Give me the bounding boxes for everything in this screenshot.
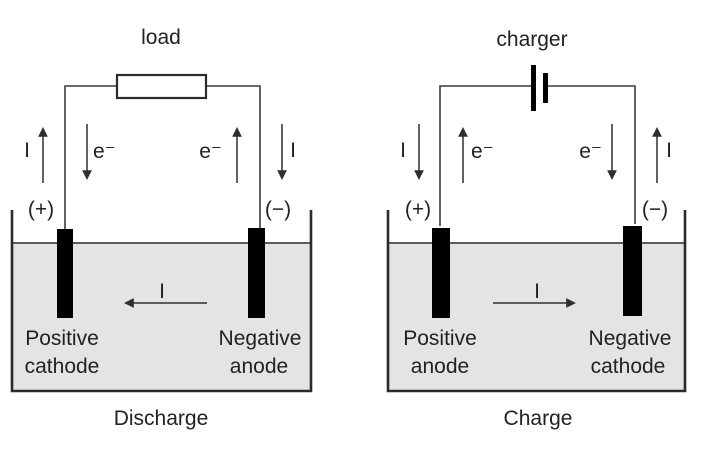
right-electrode-name-line2: anode	[230, 355, 288, 378]
charger-label: charger	[496, 28, 567, 51]
charge-caption: Charge	[504, 407, 573, 430]
cathode-electrode-bar	[57, 229, 73, 318]
battery-long-plate	[531, 65, 536, 111]
cathode-electrode-bar	[623, 226, 642, 316]
right-electrode-name-line2: cathode	[591, 355, 666, 378]
wire-left	[64, 85, 117, 229]
anode-electrode-bar	[248, 228, 265, 318]
electron-label-inner-right: e⁻	[579, 140, 602, 163]
electron-label-inner-left: e⁻	[471, 140, 494, 163]
positive-terminal-label: (+)	[28, 198, 54, 221]
discharge-diagram: load I e⁻ e⁻ I (+) (−) I Positive cathod…	[10, 26, 313, 430]
beaker-outline	[386, 210, 687, 393]
negative-terminal-label: (−)	[265, 198, 291, 221]
bath-current-label: I	[159, 280, 165, 303]
current-label-outer-left: I	[24, 139, 30, 162]
left-electrode-name-line1: Positive	[403, 327, 477, 350]
wire-left	[439, 85, 531, 226]
negative-terminal-label: (−)	[642, 198, 668, 221]
left-electrode-name-line2: cathode	[25, 355, 100, 378]
current-label-outer-right: I	[290, 139, 296, 162]
right-electrode-name-line1: Negative	[589, 327, 672, 350]
electron-label-inner-right: e⁻	[199, 140, 222, 163]
charge-diagram: charger I e⁻ e⁻ I (+) (−) I Positive ano…	[386, 28, 687, 430]
beaker-outline	[10, 210, 313, 393]
right-electrode-name-line1: Negative	[219, 327, 302, 350]
left-electrode-name-line1: Positive	[25, 327, 99, 350]
load-resistor-symbol	[115, 73, 208, 100]
anode-electrode-bar	[432, 228, 450, 318]
current-label-outer-left: I	[400, 139, 406, 162]
wire-right	[206, 85, 261, 229]
bath-current-label: I	[534, 280, 540, 303]
wire-right	[548, 85, 636, 224]
electron-label-inner-left: e⁻	[93, 140, 116, 163]
positive-terminal-label: (+)	[405, 198, 431, 221]
left-electrode-name-line2: anode	[411, 355, 469, 378]
discharge-caption: Discharge	[114, 407, 209, 430]
current-label-outer-right: I	[666, 139, 672, 162]
load-label: load	[141, 26, 181, 49]
battery-short-plate	[543, 73, 548, 103]
